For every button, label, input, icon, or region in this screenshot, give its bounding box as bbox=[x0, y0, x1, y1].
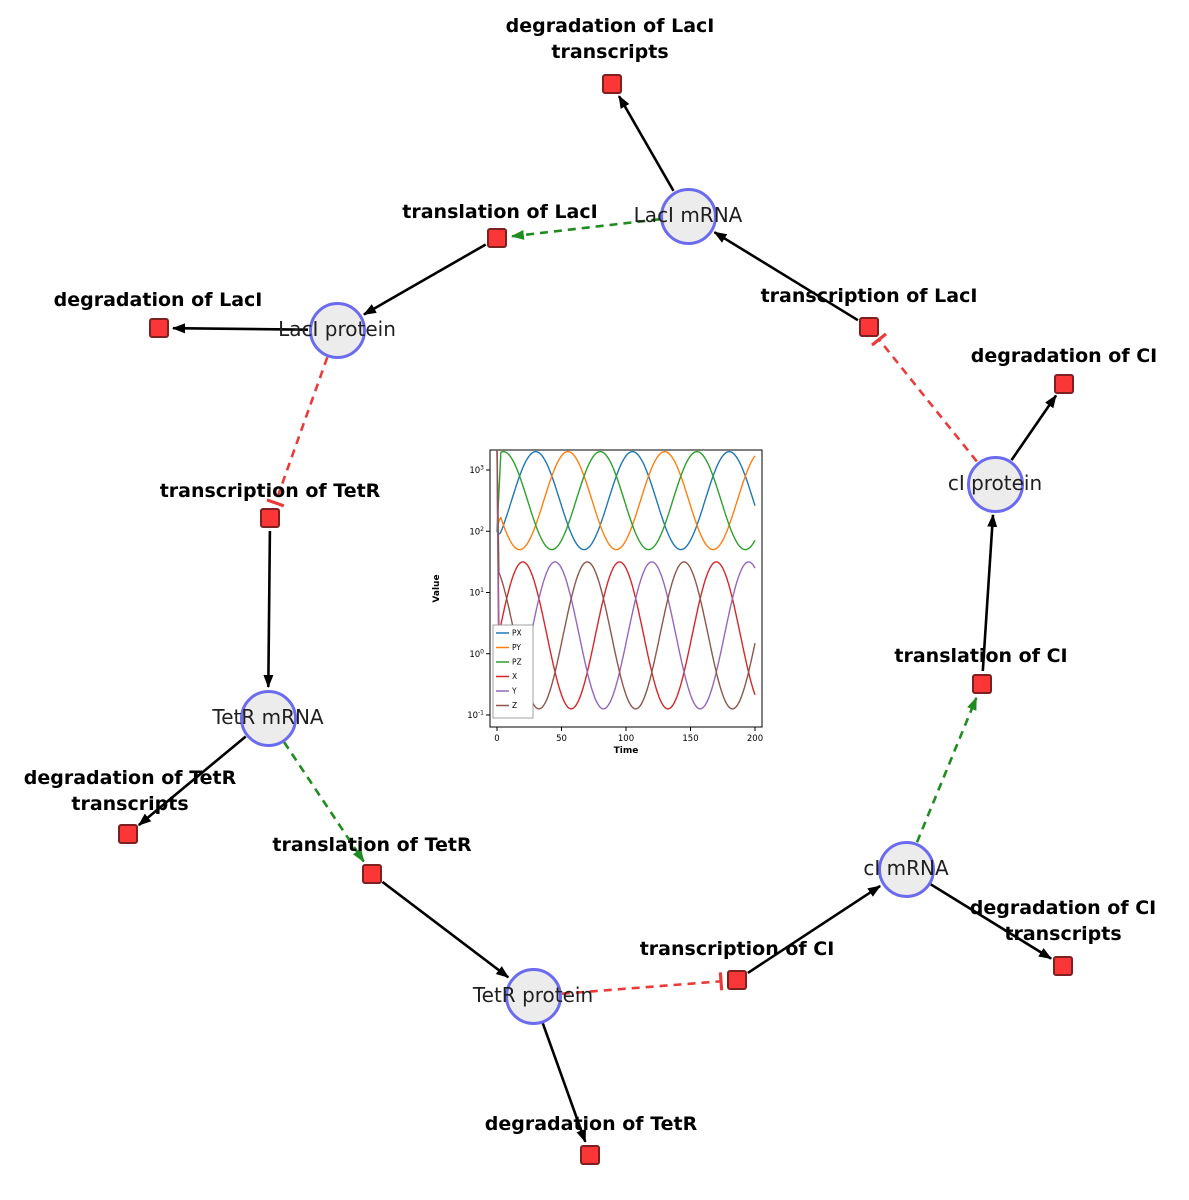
edge-laci-mrna-to-translation-of-laci bbox=[510, 218, 660, 240]
reaction-node-translation-of-ci bbox=[972, 674, 992, 694]
reaction-node-degradation-of-tetr-transcripts bbox=[118, 824, 138, 844]
edge-transcription-of-laci-to-laci-mrna bbox=[713, 231, 859, 322]
reaction-node-transcription-of-tetr bbox=[260, 508, 280, 528]
y-axis-label: Value bbox=[432, 574, 442, 602]
edge-translation-of-laci-to-laci-protein bbox=[363, 243, 487, 316]
reaction-node-degradation-of-ci bbox=[1054, 374, 1074, 394]
reaction-label-degradation-of-ci-transcripts: degradation of CI transcripts bbox=[969, 897, 1157, 945]
edge-translation-of-tetr-to-tetr-protein bbox=[381, 880, 510, 979]
reaction-node-degradation-of-ci-transcripts bbox=[1053, 956, 1073, 976]
species-node-ci-protein bbox=[966, 455, 1024, 513]
x-tick-label: 0 bbox=[494, 734, 499, 744]
legend-box bbox=[492, 624, 534, 719]
reaction-label-degradation-of-tetr-transcripts: degradation of TetR transcripts bbox=[23, 767, 237, 815]
reaction-node-degradation-of-laci-transcripts bbox=[602, 74, 622, 94]
edge-tetr-protein-inhibits-transcription-of-ci bbox=[561, 972, 724, 995]
edge-transcription-of-ci-to-ci-mrna bbox=[747, 884, 881, 974]
reaction-label-transcription-of-ci: transcription of CI bbox=[639, 938, 835, 960]
reaction-label-degradation-of-laci: degradation of LacI bbox=[53, 289, 263, 311]
reaction-label-translation-of-tetr: translation of TetR bbox=[272, 834, 472, 856]
legend-label-Y: Y bbox=[511, 687, 517, 696]
series-X bbox=[496, 450, 756, 710]
y-tick-label: 103 bbox=[469, 465, 484, 477]
edge-ci-protein-to-degradation-of-ci bbox=[1010, 394, 1058, 461]
reaction-label-degradation-of-ci: degradation of CI bbox=[970, 345, 1158, 367]
edge-transcription-of-tetr-to-tetr-mrna bbox=[263, 530, 274, 688]
legend-label-PX: PX bbox=[512, 629, 522, 638]
edge-laci-protein-to-degradation-of-laci bbox=[172, 323, 309, 334]
y-tick-label: 100 bbox=[469, 648, 484, 660]
reaction-label-degradation-of-tetr: degradation of TetR bbox=[484, 1113, 698, 1135]
species-node-laci-protein bbox=[308, 301, 366, 359]
x-tick-label: 200 bbox=[747, 734, 763, 744]
species-label-laci-mrna: LacI mRNA bbox=[633, 203, 743, 227]
x-tick-label: 100 bbox=[618, 734, 634, 744]
reaction-label-transcription-of-tetr: transcription of TetR bbox=[159, 480, 381, 502]
edge-ci-mrna-to-degradation-of-ci-transcripts bbox=[930, 883, 1052, 960]
species-node-tetr-mrna bbox=[239, 689, 297, 747]
reaction-node-degradation-of-tetr bbox=[580, 1145, 600, 1165]
reaction-label-translation-of-laci: translation of LacI bbox=[402, 201, 598, 223]
species-node-ci-mrna bbox=[877, 840, 935, 898]
reaction-node-translation-of-tetr bbox=[362, 864, 382, 884]
series-Y bbox=[496, 450, 756, 710]
legend-label-PY: PY bbox=[512, 643, 521, 652]
reaction-label-transcription-of-laci: transcription of LacI bbox=[760, 285, 978, 307]
series-Z bbox=[496, 450, 756, 710]
series-PY bbox=[496, 450, 756, 551]
edge-ci-mrna-to-translation-of-ci bbox=[915, 696, 978, 843]
legend-label-X: X bbox=[512, 672, 517, 681]
series-PX bbox=[496, 450, 756, 551]
species-label-tetr-protein: TetR protein bbox=[472, 983, 594, 1007]
x-tick-label: 50 bbox=[556, 734, 567, 744]
edge-translation-of-ci-to-ci-protein bbox=[981, 513, 998, 672]
y-tick-label: 10-1 bbox=[467, 710, 484, 722]
species-label-tetr-mrna: TetR mRNA bbox=[212, 705, 324, 729]
legend-label-PZ: PZ bbox=[512, 658, 522, 667]
edge-tetr-mrna-to-degradation-of-tetr-transcripts bbox=[137, 735, 247, 827]
reaction-node-transcription-of-ci bbox=[727, 970, 747, 990]
y-tick-label: 102 bbox=[469, 526, 484, 538]
reaction-node-transcription-of-laci bbox=[859, 317, 879, 337]
edge-ci-protein-inhibits-transcription-of-laci bbox=[870, 332, 978, 463]
reaction-label-degradation-of-laci-transcripts: degradation of LacI transcripts bbox=[505, 15, 715, 63]
edge-laci-mrna-to-degradation-of-laci-transcripts bbox=[617, 95, 675, 192]
reaction-node-degradation-of-laci bbox=[149, 318, 169, 338]
species-label-laci-protein: LacI protein bbox=[278, 317, 396, 341]
legend-label-Z: Z bbox=[512, 701, 517, 710]
reaction-node-translation-of-laci bbox=[487, 228, 507, 248]
species-label-ci-mrna: cI mRNA bbox=[863, 856, 949, 880]
reaction-label-translation-of-ci: translation of CI bbox=[894, 645, 1068, 667]
x-axis-label: Time bbox=[614, 746, 639, 754]
y-tick-label: 101 bbox=[469, 587, 484, 599]
species-node-tetr-protein bbox=[504, 967, 562, 1025]
species-label-ci-protein: cI protein bbox=[947, 471, 1043, 495]
x-tick-label: 150 bbox=[682, 734, 698, 744]
species-node-laci-mrna bbox=[659, 187, 717, 245]
edge-tetr-protein-to-degradation-of-tetr bbox=[541, 1022, 587, 1143]
edge-laci-protein-inhibits-transcription-of-tetr bbox=[266, 356, 329, 508]
edge-tetr-mrna-to-translation-of-tetr bbox=[283, 741, 365, 863]
series-PZ bbox=[496, 450, 756, 551]
